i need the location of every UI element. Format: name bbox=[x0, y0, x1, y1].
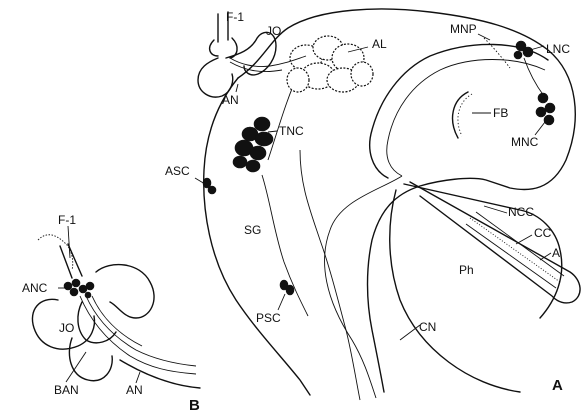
label-sg: SG bbox=[244, 223, 261, 237]
mnc-cluster bbox=[536, 93, 555, 125]
petal-inner bbox=[78, 302, 116, 343]
petal-bottom bbox=[69, 338, 112, 381]
tnc-cluster bbox=[233, 117, 273, 172]
nerve-cord-2 bbox=[300, 150, 360, 400]
panel-letter-a: A bbox=[552, 377, 563, 394]
ban-nerve-2 bbox=[86, 296, 196, 366]
label-cc: CC bbox=[534, 226, 552, 240]
label-jo-a: JO bbox=[266, 24, 281, 38]
petal-right bbox=[96, 265, 154, 318]
label-al: AL bbox=[372, 37, 387, 51]
label-cn: CN bbox=[419, 320, 436, 334]
frontal-lobe-outline bbox=[370, 44, 548, 178]
label-ncc: NCC bbox=[508, 205, 534, 219]
ban-nerve-3 bbox=[92, 296, 142, 346]
al-mass bbox=[287, 36, 373, 92]
label-ph: Ph bbox=[459, 263, 474, 277]
label-fb: FB bbox=[493, 106, 508, 120]
f1-stalk bbox=[60, 244, 82, 278]
panel-letter-b: B bbox=[189, 397, 200, 414]
label-jo-b: JO bbox=[59, 321, 74, 335]
label-a: A bbox=[552, 246, 560, 260]
mnp-dots bbox=[484, 38, 510, 68]
label-an-b: AN bbox=[126, 383, 143, 397]
asc-cluster bbox=[203, 178, 216, 194]
label-ban: BAN bbox=[54, 383, 79, 397]
ban-nerve-1 bbox=[80, 296, 196, 374]
label-lnc: LNC bbox=[546, 42, 570, 56]
fb-body bbox=[453, 92, 472, 138]
circumoesophageal-connective bbox=[325, 176, 402, 398]
anc-cluster bbox=[64, 279, 94, 298]
label-an-a: AN bbox=[222, 93, 239, 107]
leader-lines bbox=[195, 34, 551, 340]
label-mnp: MNP bbox=[450, 22, 477, 36]
label-f1-a: F-1 bbox=[226, 10, 244, 24]
pharynx bbox=[390, 182, 580, 392]
label-mnc: MNC bbox=[511, 135, 539, 149]
label-anc: ANC bbox=[22, 281, 48, 295]
label-tnc: TNC bbox=[279, 124, 304, 138]
label-asc: ASC bbox=[165, 164, 190, 178]
panel-b: F-1 ANC JO BAN AN B bbox=[22, 213, 200, 414]
label-psc: PSC bbox=[256, 311, 281, 325]
frontal-lobe-inner bbox=[387, 60, 545, 177]
label-f1-b: F-1 bbox=[58, 213, 76, 227]
panel-a: F-1 JO AL MNP LNC AN FB TNC MNC ASC NCC … bbox=[165, 9, 580, 400]
